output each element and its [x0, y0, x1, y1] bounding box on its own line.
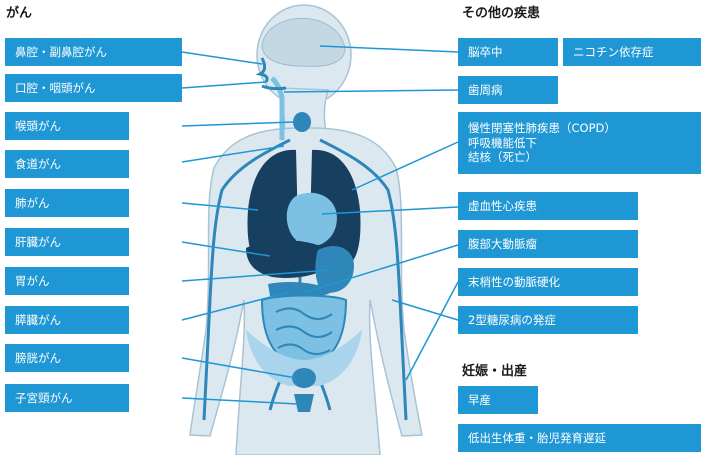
label-pancreatic-cancer: 膵臓がん — [5, 306, 129, 334]
label-bladder-cancer: 膀胱がん — [5, 344, 129, 372]
label-copd: 慢性閉塞性肺疾患（COPD） — [468, 121, 691, 136]
label-respiratory-decline: 呼吸機能低下 — [468, 136, 691, 151]
label-abdominal-aortic-aneurysm: 腹部大動脈瘤 — [458, 230, 638, 258]
label-low-birth-weight: 低出生体重・胎児発育遅延 — [458, 424, 701, 452]
label-stomach-cancer: 胃がん — [5, 267, 129, 295]
label-lung-cancer: 肺がん — [5, 189, 129, 217]
label-preterm-birth: 早産 — [458, 386, 538, 414]
cancer-heading: がん — [6, 2, 32, 21]
label-type2-diabetes: 2型糖尿病の発症 — [458, 306, 638, 334]
label-periodontal-disease: 歯周病 — [458, 76, 558, 104]
label-stroke: 脳卒中 — [458, 38, 558, 66]
label-nicotine-dependence: ニコチン依存症 — [563, 38, 701, 66]
label-esophageal-cancer: 食道がん — [5, 150, 129, 178]
label-tuberculosis-death: 結核（死亡） — [468, 150, 691, 165]
label-ischemic-heart-disease: 虚血性心疾患 — [458, 192, 638, 220]
other-diseases-heading: その他の疾患 — [462, 2, 540, 21]
pregnancy-heading: 妊娠・出産 — [462, 360, 527, 379]
label-oral-pharyngeal-cancer: 口腔・咽頭がん — [5, 74, 182, 102]
label-nasal-sinus-cancer: 鼻腔・副鼻腔がん — [5, 38, 182, 66]
heart — [287, 193, 337, 246]
label-cervical-cancer: 子宮頸がん — [5, 384, 129, 412]
label-peripheral-arteriosclerosis: 末梢性の動脈硬化 — [458, 268, 638, 296]
label-liver-cancer: 肝臓がん — [5, 228, 129, 256]
label-copd-group: 慢性閉塞性肺疾患（COPD） 呼吸機能低下 結核（死亡） — [458, 112, 701, 174]
label-laryngeal-cancer: 喉頭がん — [5, 112, 129, 140]
